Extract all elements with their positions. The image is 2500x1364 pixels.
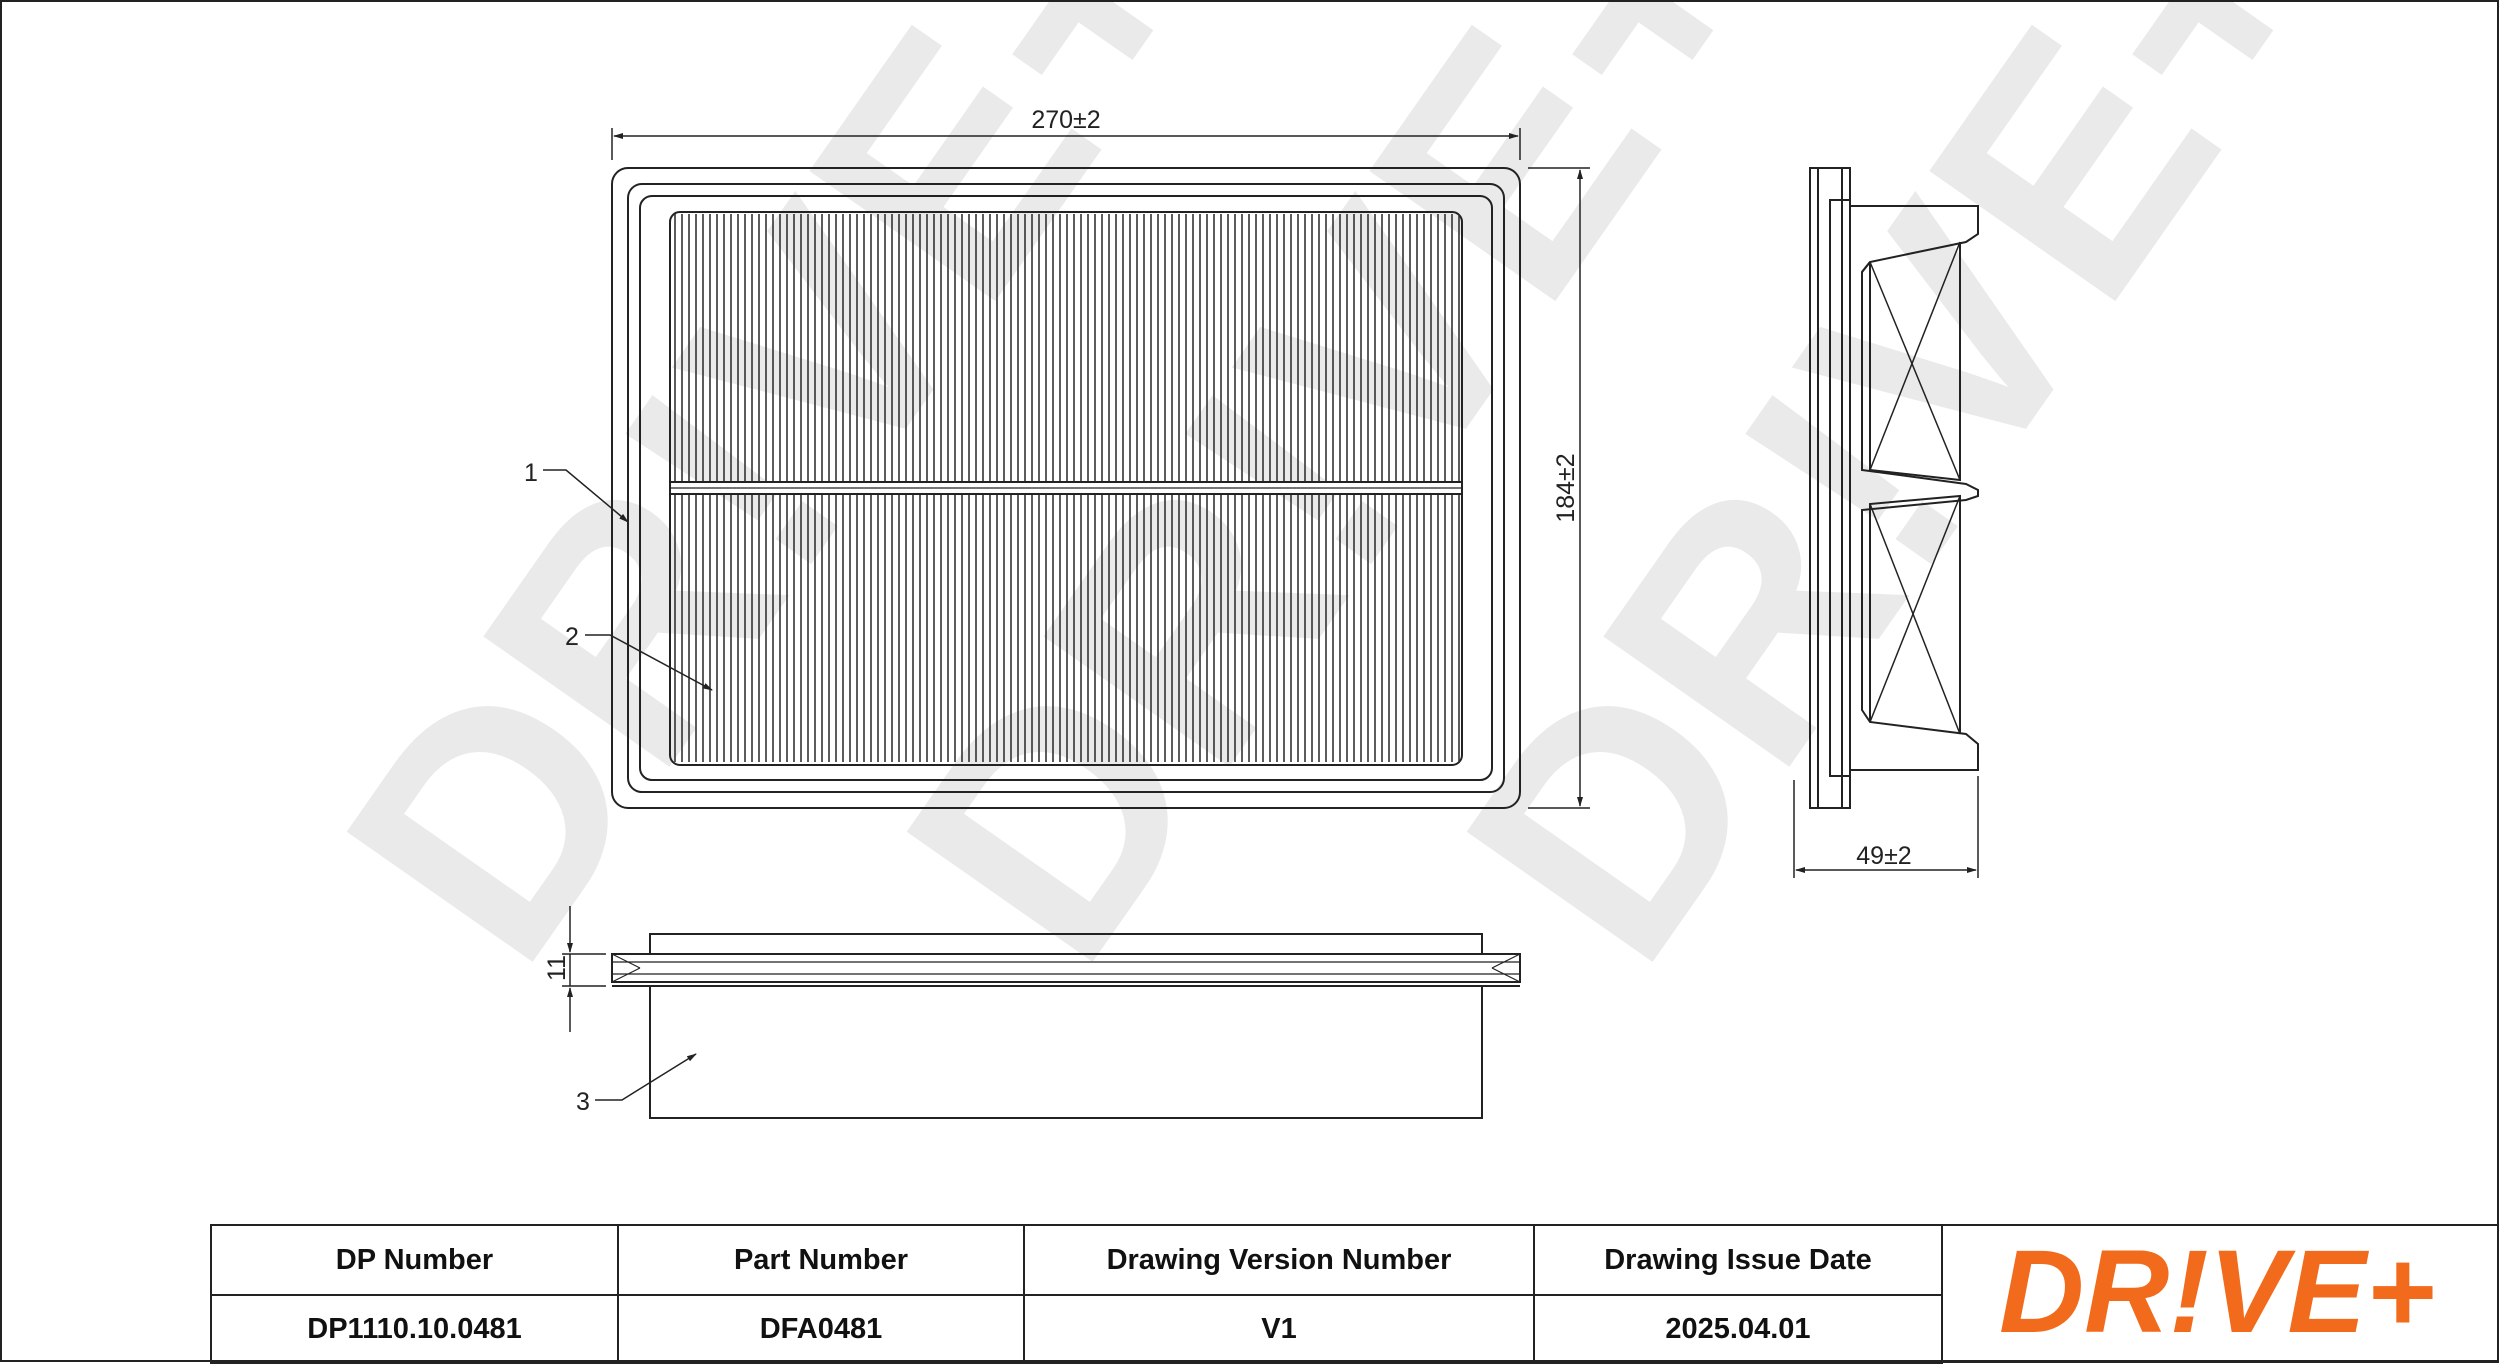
- width-dimension: [611, 128, 1521, 160]
- value-part-number: DFA0481: [617, 1294, 1025, 1364]
- value-issue-date: 2025.04.01: [1533, 1294, 1943, 1364]
- frame-inner-2: [639, 195, 1493, 781]
- depth-dimension: [1793, 776, 1979, 878]
- header-drawing-version: Drawing Version Number: [1023, 1224, 1535, 1296]
- height-dimension: [1528, 167, 1590, 809]
- title-block-header-row: DP Number Part Number Drawing Version Nu…: [210, 1224, 1943, 1296]
- header-dp-number: DP Number: [210, 1224, 619, 1296]
- depth-dimension-label: 49±2: [1856, 842, 1911, 870]
- drive-logo-text: DR!VE+: [1999, 1234, 2435, 1354]
- logo-cell: DR!VE+: [1937, 1224, 2499, 1363]
- frame-inner-1: [627, 183, 1505, 793]
- title-block-table: DP Number Part Number Drawing Version Nu…: [210, 1224, 1943, 1364]
- callout-3: 3: [576, 1088, 590, 1116]
- header-part-number: Part Number: [617, 1224, 1025, 1296]
- bottom-gasket: [611, 953, 1521, 983]
- outer-frame: [611, 167, 1521, 809]
- side-inner-lower: [1869, 494, 1961, 734]
- side-body-outline: [1850, 205, 1979, 771]
- bottom-view: [611, 933, 1521, 1119]
- side-view: [1809, 167, 1979, 809]
- side-frame-step: [1829, 199, 1850, 777]
- side-inner-upper: [1869, 242, 1961, 482]
- callout-2: 2: [565, 623, 579, 651]
- height-dimension-label: 184±2: [1552, 453, 1580, 522]
- bottom-body: [649, 985, 1483, 1119]
- media-pleats-bottom: [672, 494, 1460, 762]
- width-dimension-label: 270±2: [1031, 106, 1100, 134]
- callout-1: 1: [524, 459, 538, 487]
- side-flange-inner: [1817, 167, 1843, 809]
- value-drawing-version: V1: [1023, 1294, 1535, 1364]
- value-dp-number: DP1110.10.0481: [210, 1294, 619, 1364]
- media-pleats-top: [672, 214, 1460, 482]
- title-block: DP Number Part Number Drawing Version Nu…: [210, 1224, 2499, 1364]
- gasket-dimension-label: 11: [543, 955, 571, 981]
- front-view: [611, 167, 1521, 809]
- title-block-value-row: DP1110.10.0481 DFA0481 V1 2025.04.01: [210, 1294, 1943, 1364]
- gasket-dimension: [562, 906, 606, 1032]
- drive-logo: DR!VE+: [1999, 1234, 2435, 1354]
- header-issue-date: Drawing Issue Date: [1533, 1224, 1943, 1296]
- callout-leaders: [543, 469, 713, 1101]
